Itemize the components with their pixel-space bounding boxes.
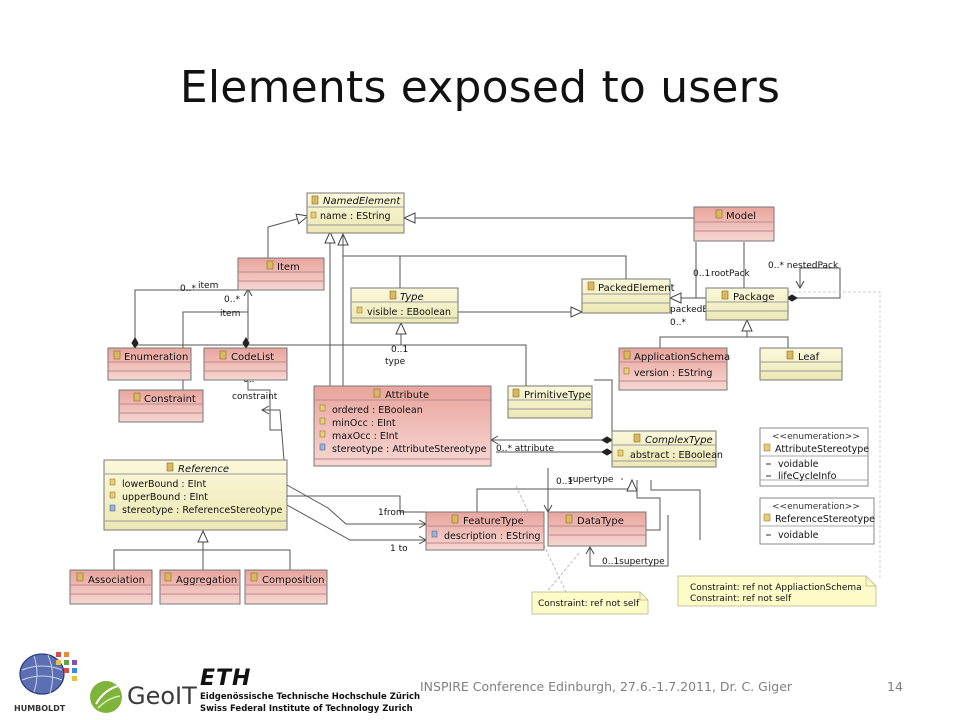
humboldt-logo [14,642,80,706]
class-feature-type[interactable]: FeatureType description : EString [425,511,545,551]
svg-text:Reference: Reference [178,464,229,475]
svg-text:NamedElement: NamedElement [323,196,401,207]
svg-text:ComplexType: ComplexType [645,435,713,446]
label-from: 1from [378,508,405,518]
label-supertype1-role: supertype [568,475,614,485]
class-enumeration[interactable]: Enumeration [107,347,192,381]
svg-text:voidable: voidable [778,530,819,541]
label-constraint-role: constraint [232,392,278,402]
eth-line-1: Eidgenössische Technische Hochschule Zür… [200,692,421,702]
svg-text:description : EString: description : EString [444,531,540,542]
class-package[interactable]: Package [705,287,789,321]
label-item2-role: item [220,309,240,319]
class-named-element[interactable]: NamedElement name : EString [306,192,405,234]
gen-packed-named [337,232,627,279]
label-packed-mult: 0..* [670,318,686,328]
page-number: 14 [887,679,903,694]
class-item[interactable]: Item [237,257,325,291]
svg-text:Constraint: ref not self: Constraint: ref not self [538,599,640,609]
note-constraint-ref-not-self[interactable]: Constraint: ref not self [531,591,649,615]
svg-text:Aggregation: Aggregation [176,575,237,586]
svg-text:Package: Package [733,292,774,303]
svg-text:voidable: voidable [778,459,819,470]
svg-text:minOcc : EInt: minOcc : EInt [332,418,396,429]
svg-text:Enumeration: Enumeration [124,352,188,363]
enum-attribute-stereotype[interactable]: <<enumeration>> AttributeStereotype void… [759,427,869,487]
label-type-mult: 0..1 [391,345,408,355]
geoit-logo-text: GeoIT [127,682,197,710]
class-application-schema[interactable]: ApplicationSchema version : EString [618,347,730,391]
class-type[interactable]: Type visible : EBoolean [350,287,459,324]
class-complex-type[interactable]: ComplexType abstract : EBoolean [611,430,723,468]
svg-text:FeatureType: FeatureType [463,516,524,527]
svg-text:stereotype : ReferenceStereoty: stereotype : ReferenceStereotype [122,505,283,516]
svg-text:stereotype : AttributeStereoty: stereotype : AttributeStereotype [332,444,487,455]
svg-text:Attribute: Attribute [385,390,429,401]
label-to: 1 to [390,544,408,554]
label-item2-mult: 0..* [224,295,240,305]
svg-text:<<enumeration>>: <<enumeration>> [772,502,860,512]
svg-text:ReferenceStereotype: ReferenceStereotype [775,514,875,525]
geoit-leaf-logo [90,681,122,713]
svg-text:abstract : EBoolean: abstract : EBoolean [630,450,723,461]
class-attribute[interactable]: Attribute ordered : EBoolean minOcc : EI… [313,385,492,467]
class-constraint[interactable]: Constraint [118,389,204,423]
label-nested-pack: 0..* nestedPack [768,261,839,271]
svg-text:PackedElement: PackedElement [598,283,675,294]
svg-text:Leaf: Leaf [798,352,820,363]
eth-logo: ETH [200,666,252,691]
label-attribute: 0..* attribute [496,444,555,454]
svg-text:PrimitiveType: PrimitiveType [524,390,591,401]
gen-item-named [267,213,310,258]
footer-text: INSPIRE Conference Edinburgh, 27.6.-1.7.… [420,679,793,694]
svg-text:Model: Model [726,211,756,222]
svg-text:AttributeStereotype: AttributeStereotype [775,444,869,455]
svg-text:lifeCycleInfo: lifeCycleInfo [778,471,837,482]
svg-text:maxOcc : EInt: maxOcc : EInt [332,431,399,442]
svg-text:Item: Item [277,262,300,273]
svg-text:Constraint: ref not self: Constraint: ref not self [690,594,792,604]
svg-text:visible : EBoolean: visible : EBoolean [367,307,451,318]
assoc-nested-pack [787,267,841,299]
label-supertype1-mult: 0..1 [556,477,573,487]
svg-text:ApplicationSchema: ApplicationSchema [634,352,730,363]
class-composition[interactable]: Composition [244,569,328,605]
label-root-role: rootPack [711,269,751,279]
svg-text:DataType: DataType [577,516,624,527]
svg-text:lowerBound : EInt: lowerBound : EInt [122,479,206,490]
class-leaf[interactable]: Leaf [759,347,843,381]
class-data-type[interactable]: DataType [547,511,647,547]
label-supertype2: 0..1supertype [602,557,665,567]
svg-text:version : EString: version : EString [634,368,712,379]
slide-title: Elements exposed to users [179,62,781,113]
svg-text:name : EString: name : EString [320,211,391,222]
class-code-list[interactable]: CodeList [203,347,288,381]
svg-text:ordered : EBoolean: ordered : EBoolean [332,405,423,416]
svg-text:Constraint: Constraint [144,394,196,405]
class-aggregation[interactable]: Aggregation [159,569,241,605]
class-packed-element[interactable]: PackedElement [581,278,675,314]
class-association[interactable]: Association [69,569,153,605]
svg-text:Constraint: ref not Appliactio: Constraint: ref not AppliactionSchema [690,583,862,593]
svg-text:Type: Type [400,292,424,303]
label-type-role: type [385,357,406,367]
class-primitive-type[interactable]: PrimitiveType [507,385,593,419]
label-item-mult: 0..* [180,284,196,294]
eth-line-2: Swiss Federal Institute of Technology Zu… [200,704,413,714]
class-reference[interactable]: Reference lowerBound : EInt upperBound :… [103,459,288,531]
svg-text:upperBound : EInt: upperBound : EInt [122,492,208,503]
humboldt-text: HUMBOLDT [14,704,66,713]
note-constraint-ref-not-appschema[interactable]: Constraint: ref not AppliactionSchema Co… [677,575,877,607]
class-model[interactable]: Model [693,206,775,242]
label-item-role: item [198,281,218,291]
label-packed-role: packedElement [670,305,740,315]
label-root-mult: 0..1 [693,269,710,279]
svg-text:Composition: Composition [262,575,324,586]
svg-text:<<enumeration>>: <<enumeration>> [772,432,860,442]
enum-reference-stereotype[interactable]: <<enumeration>> ReferenceStereotype void… [759,497,875,545]
svg-text:Association: Association [88,575,145,586]
svg-text:CodeList: CodeList [231,352,274,363]
